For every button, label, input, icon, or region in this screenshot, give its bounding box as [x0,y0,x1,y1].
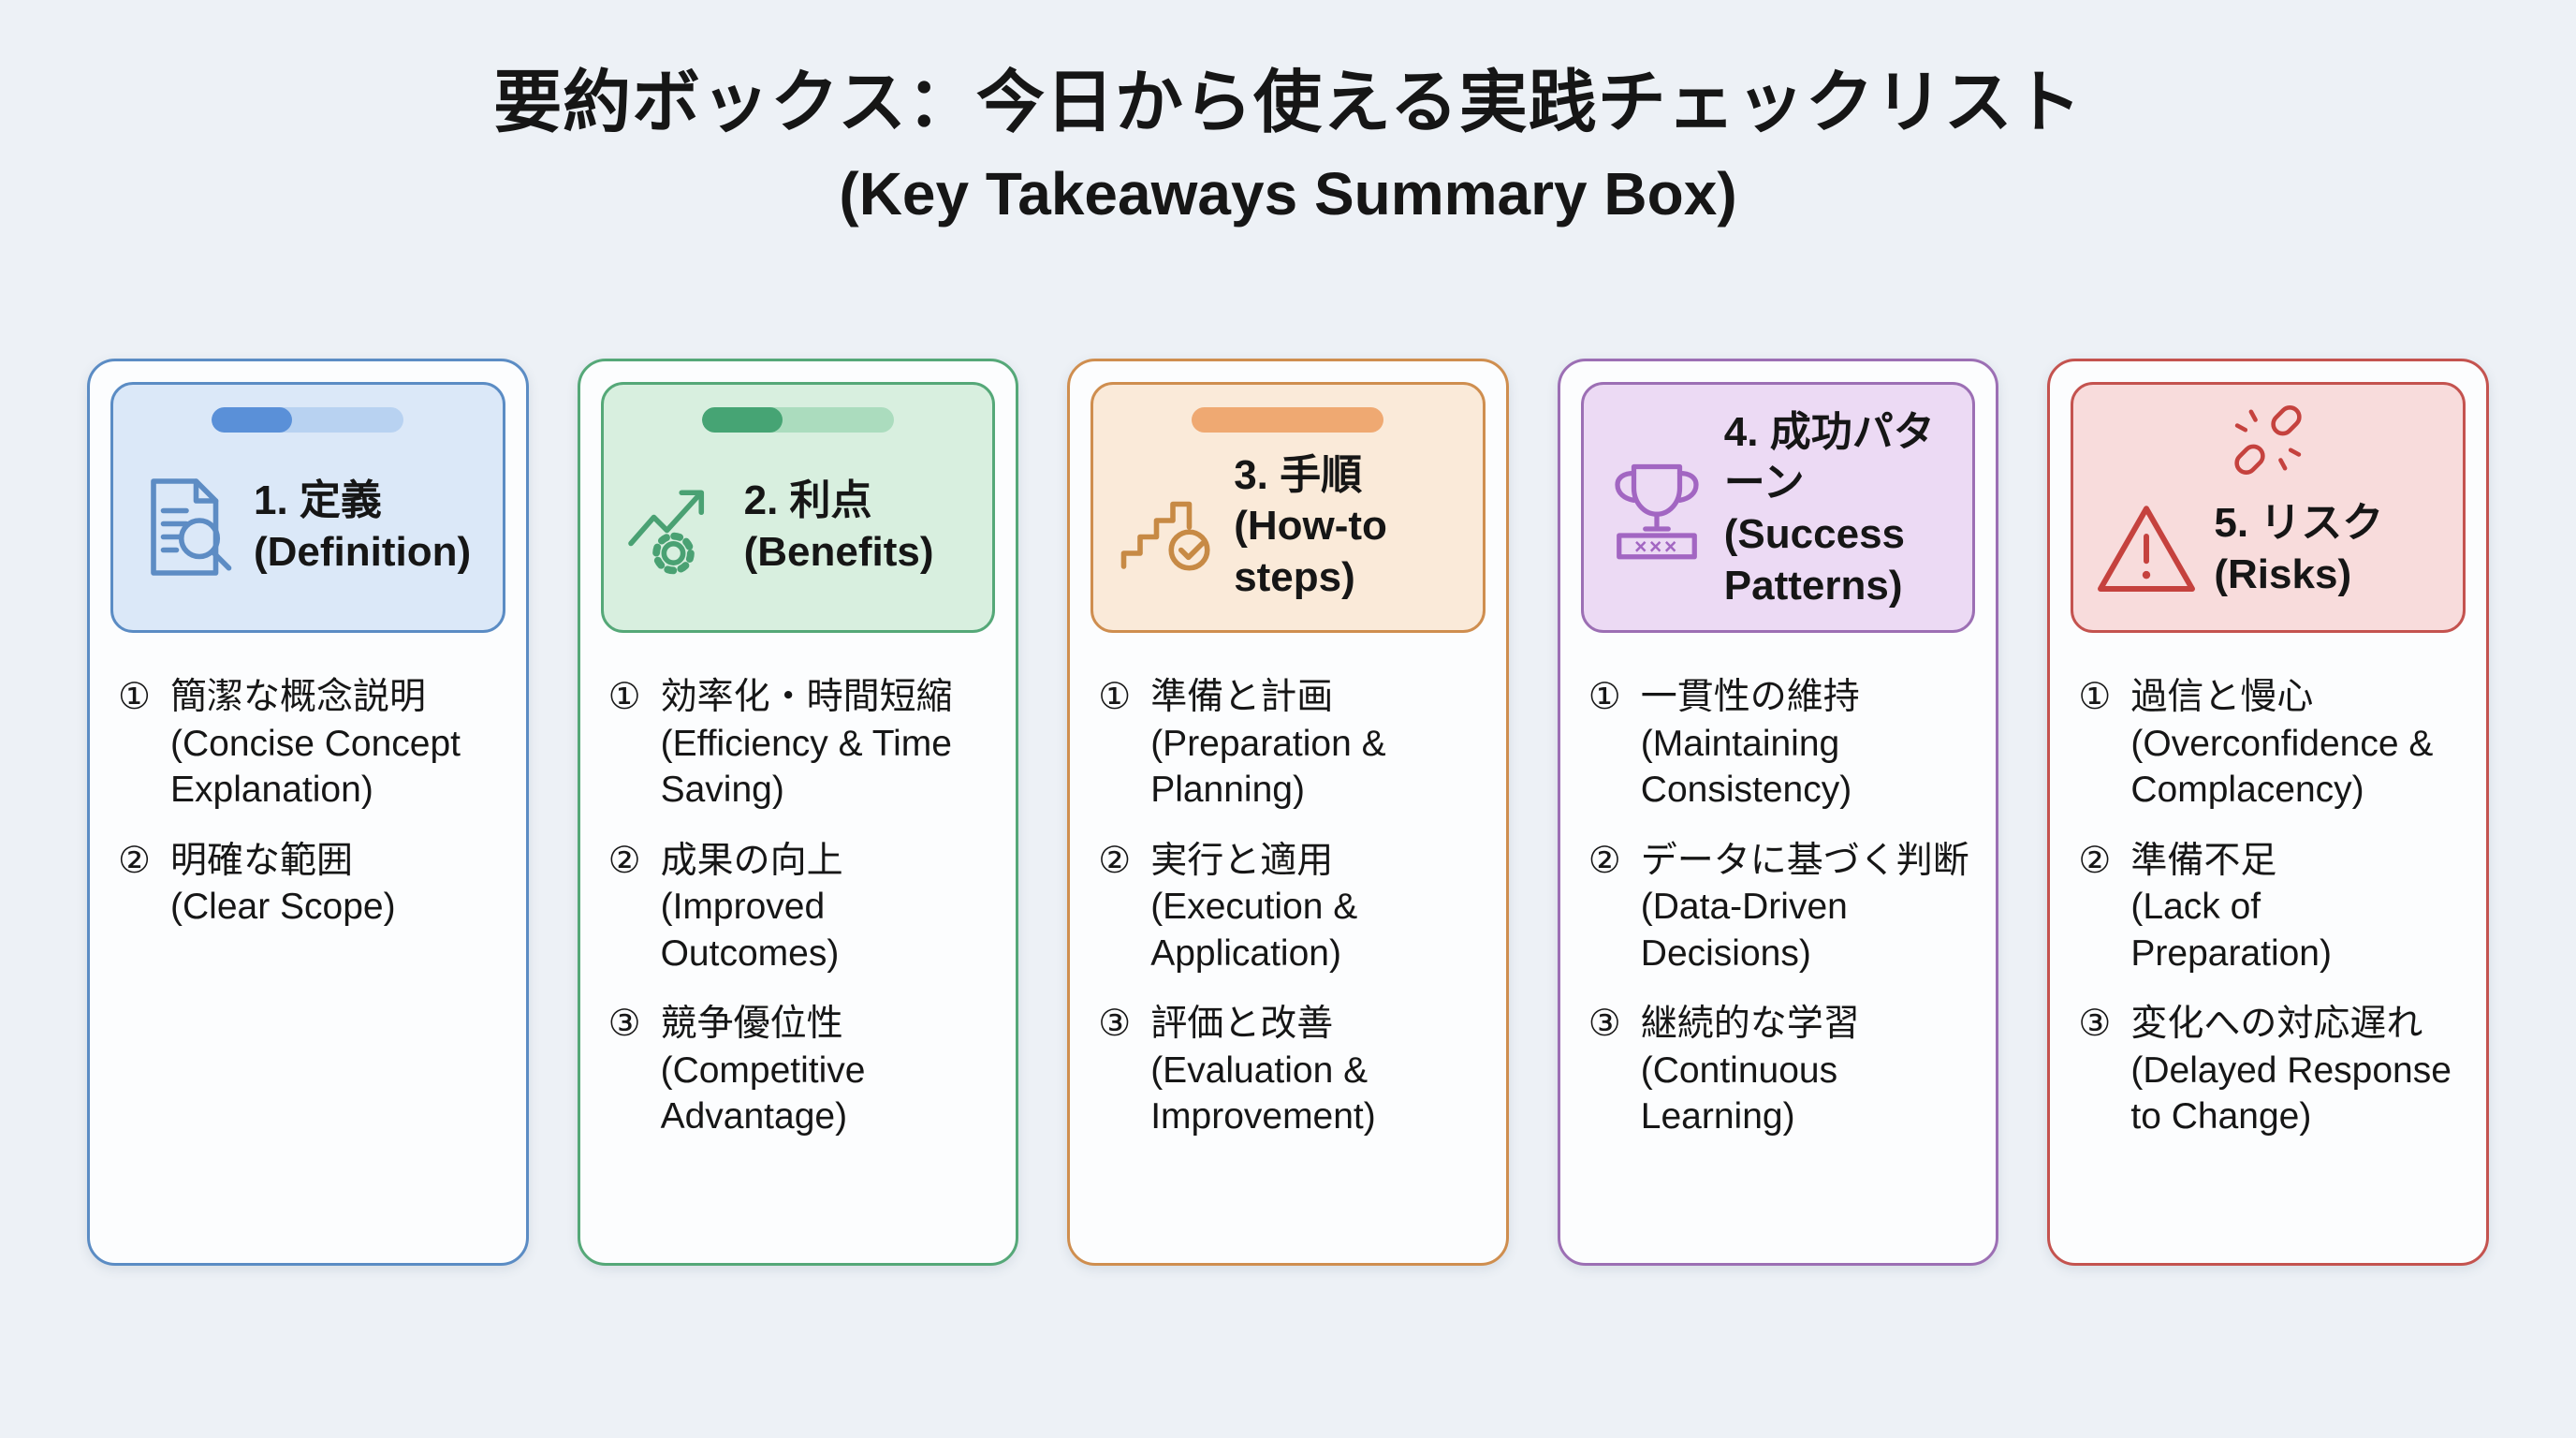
item-text: 過信と慢心(Overconfidence & Complacency) [2130,677,2434,811]
card-risks-header: 5. リスク (Risks) [2071,382,2466,633]
item-number: ③ [2078,1004,2112,1045]
list-item: ③ 変化への対応遅れ(Delayed Response to Change) [2078,1001,2469,1140]
list-item: ① 簡潔な概念説明(Concise Concept Explanation) [118,674,509,814]
card-howto-steps: 3. 手順 (How-to steps) ① 準備と計画(Preparation… [1067,359,1509,1266]
card-benefits-header-row: 2. 利点 (Benefits) [617,434,980,619]
warning-triangle-icon [2098,506,2196,592]
item-number: ③ [607,1004,641,1045]
page-title-english: (Key Takeaways Summary Box) [839,160,1737,227]
card-benefits-header: 2. 利点 (Benefits) [600,382,996,633]
trophy-icon: ××× [1615,463,1699,560]
card-title-japanese: 1. 定義 [254,477,382,523]
item-text: 競争優位性(Competitive Advantage) [660,1004,866,1137]
card-title-japanese: 4. 成功パターン [1723,408,1935,506]
card-title-english: (Success Patterns) [1723,511,1906,609]
list-item: ② 明確な範囲(Clear Scope) [118,838,509,931]
card-title-japanese: 2. 利点 [743,477,872,523]
item-number: ① [118,677,151,717]
card-howto-header-row: 3. 手順 (How-to steps) [1106,434,1470,619]
item-number: ① [607,677,641,717]
item-text: データに基づく判断(Data-Driven Decisions) [1640,840,1969,974]
stairs-check-icon [1120,501,1210,571]
progress-pill-decoration [701,407,894,433]
list-item: ① 効率化・時間短縮(Efficiency & Time Saving) [608,674,1000,814]
list-item: ① 一貫性の維持(Maintaining Consistency) [1588,674,1980,814]
list-item: ① 過信と慢心(Overconfidence & Complacency) [2078,674,2469,814]
item-text: 簡潔な概念説明(Concise Concept Explanation) [170,677,461,811]
item-number: ② [1098,840,1132,881]
card-success-list: ① 一貫性の維持(Maintaining Consistency) ② データに… [1560,633,1997,1165]
document-search-icon [151,477,232,576]
card-howto-title: 3. 手順 (How-to steps) [1234,450,1470,604]
list-item: ③ 競争優位性(Competitive Advantage) [608,1001,1000,1140]
card-risks-list: ① 過信と慢心(Overconfidence & Complacency) ② … [2050,633,2486,1165]
item-number: ① [2078,677,2112,717]
card-success-header: ××× 4. 成功パターン (Success Patterns) [1580,382,1976,633]
trending-up-gear-icon [627,489,704,574]
card-benefits-title: 2. 利点 (Benefits) [744,476,934,578]
list-item: ② 成果の向上(Improved Outcomes) [608,838,1000,977]
card-risks-header-row: 5. リスク (Risks) [2086,480,2450,619]
card-definition-header: 1. 定義 (Definition) [110,382,505,633]
item-number: ② [607,840,641,881]
card-definition-list: ① 簡潔な概念説明(Concise Concept Explanation) ②… [90,633,526,955]
solid-pill-decoration [1192,407,1384,433]
progress-pill-decoration [212,407,404,433]
item-number: ③ [1588,1004,1621,1045]
broken-link-icon [2234,405,2302,475]
card-title-japanese: 3. 手順 [1234,451,1363,498]
summary-cards-row: 1. 定義 (Definition) ① 簡潔な概念説明(Concise Con… [87,359,2489,1266]
item-number: ② [2078,840,2112,881]
list-item: ③ 評価と改善(Evaluation & Improvement) [1098,1001,1489,1140]
card-definition-header-row: 1. 定義 (Definition) [126,434,490,619]
item-text: 実行と適用(Execution & Application) [1150,840,1358,974]
item-text: 明確な範囲(Clear Scope) [170,840,396,928]
card-title-english: (How-to steps) [1234,503,1387,600]
progress-pill-fill [701,407,783,433]
card-title-english: (Risks) [2214,551,2352,597]
item-text: 準備不足(Lack of Preparation) [2130,840,2332,974]
card-definition: 1. 定義 (Definition) ① 簡潔な概念説明(Concise Con… [87,359,529,1266]
card-risks-title: 5. リスク (Risks) [2214,498,2383,600]
progress-pill-fill [212,407,293,433]
list-item: ② 準備不足(Lack of Preparation) [2078,838,2469,977]
item-text: 成果の向上(Improved Outcomes) [660,840,843,974]
item-number: ② [1588,840,1621,881]
card-howto-header: 3. 手順 (How-to steps) [1090,382,1486,633]
trophy-base-label: ××× [1634,534,1679,558]
item-text: 準備と計画(Preparation & Planning) [1150,677,1386,811]
card-title-japanese: 5. リスク [2214,500,2384,547]
item-number: ① [1098,677,1132,717]
card-risks: 5. リスク (Risks) ① 過信と慢心(Overconfidence & … [2047,359,2489,1266]
page-title: 要約ボックス：今日から使える実践チェックリスト (Key Takeaways S… [0,0,2576,228]
card-howto-list: ① 準備と計画(Preparation & Planning) ② 実行と適用(… [1070,633,1506,1165]
card-benefits: 2. 利点 (Benefits) ① 効率化・時間短縮(Efficiency &… [577,359,1019,1266]
list-item: ② 実行と適用(Execution & Application) [1098,838,1489,977]
page-title-japanese: 要約ボックス：今日から使える実践チェックリスト [493,65,2083,140]
card-benefits-list: ① 効率化・時間短縮(Efficiency & Time Saving) ② 成… [580,633,1017,1165]
list-item: ③ 継続的な学習(Continuous Learning) [1588,1001,1980,1140]
item-number: ② [118,840,151,881]
item-number: ③ [1098,1004,1132,1045]
card-success-header-row: ××× 4. 成功パターン (Success Patterns) [1597,400,1960,619]
item-text: 継続的な学習(Continuous Learning) [1640,1004,1860,1137]
card-definition-title: 1. 定義 (Definition) [254,476,471,578]
item-text: 評価と改善(Evaluation & Improvement) [1150,1004,1376,1137]
item-text: 効率化・時間短縮(Efficiency & Time Saving) [660,677,953,811]
card-title-english: (Definition) [254,528,472,575]
card-success-patterns: ××× 4. 成功パターン (Success Patterns) ① 一貫性の維… [1557,359,1999,1266]
item-number: ① [1588,677,1621,717]
list-item: ① 準備と計画(Preparation & Planning) [1098,674,1489,814]
list-item: ② データに基づく判断(Data-Driven Decisions) [1588,838,1980,977]
item-text: 一貫性の維持(Maintaining Consistency) [1640,677,1860,811]
item-text: 変化への対応遅れ(Delayed Response to Change) [2130,1004,2452,1137]
card-title-english: (Benefits) [743,528,934,575]
card-success-title: 4. 成功パターン (Success Patterns) [1724,407,1960,611]
